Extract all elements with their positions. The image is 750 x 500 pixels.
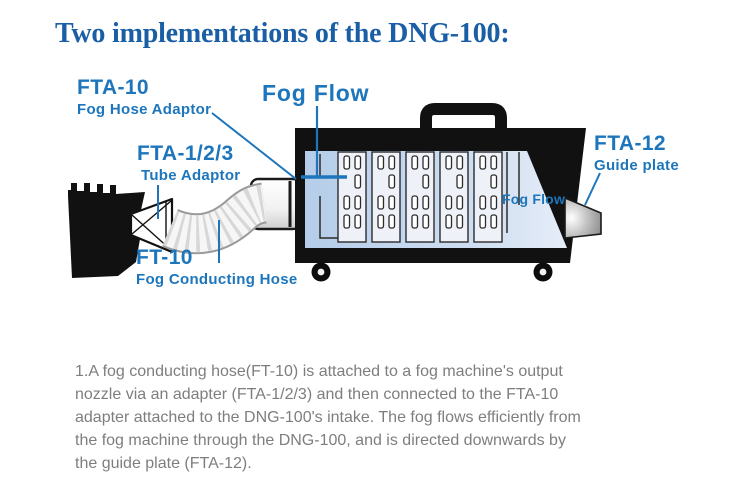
label-fta10: FTA-10 Fog Hose Adaptor — [77, 76, 212, 119]
baffle-group — [337, 151, 503, 243]
fta12-leader — [584, 172, 601, 206]
fta123-part-number: FTA-1/2/3 — [137, 142, 234, 165]
fta10-leader — [211, 112, 297, 180]
ft10-description: Fog Conducting Hose — [136, 271, 298, 289]
description-line: nozzle via an adapter (FTA-1/2/3) and th… — [75, 386, 559, 403]
description-line: the guide plate (FTA-12). — [75, 455, 252, 472]
ft10-part-number: FT-10 — [136, 246, 193, 269]
dng100-diagram: FTA-10 Fog Hose Adaptor Fog Flow FTA-1/2… — [68, 76, 679, 289]
fog-machine-graphic — [68, 183, 145, 278]
interior-lines — [319, 152, 520, 239]
conducting-hose-graphic — [162, 182, 267, 255]
fta10-description: Fog Hose Adaptor — [77, 101, 212, 119]
description-line: the fog machine through the DNG-100, and… — [75, 432, 566, 449]
label-fta12: FTA-12 Guide plate — [594, 132, 679, 175]
description-line: adapter attached to the DNG-100's intake… — [75, 409, 581, 426]
fta123-description: Tube Adaptor — [141, 167, 241, 185]
fta12-part-number: FTA-12 — [594, 132, 667, 155]
page-title: Two implementations of the DNG-100: — [55, 18, 510, 49]
handle-graphic — [420, 103, 507, 132]
description-line: 1.A fog conducting hose(FT-10) is attach… — [75, 363, 563, 380]
guide-plate-graphic — [564, 196, 602, 239]
label-ft10: FT-10 Fog Conducting Hose — [136, 246, 298, 289]
diagram-graphic — [68, 103, 602, 282]
label-fta123: FTA-1/2/3 Tube Adaptor — [137, 142, 241, 185]
wheel-left — [311, 262, 331, 282]
wheel-right — [533, 262, 553, 282]
label-fog-flow: Fog Flow — [262, 80, 370, 106]
description-text: 1.A fog conducting hose(FT-10) is attach… — [75, 360, 675, 475]
fta12-description: Guide plate — [594, 157, 679, 175]
fta10-part-number: FTA-10 — [77, 76, 150, 99]
label-fog-flow-inner: Fog Flow — [502, 191, 566, 207]
